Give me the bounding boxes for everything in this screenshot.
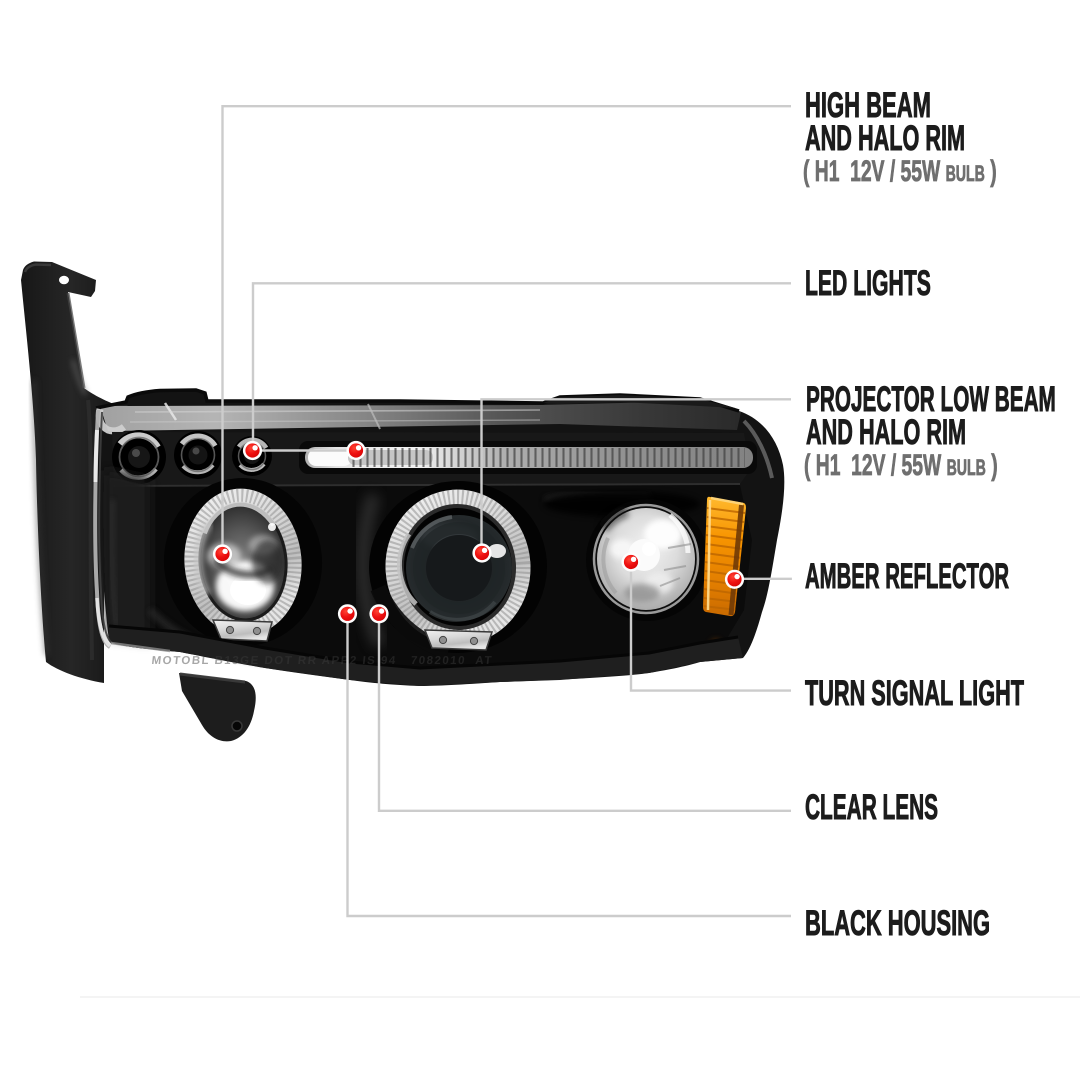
svg-text:MOTOBL B13GE DOT RR APP2 IS 94: MOTOBL B13GE DOT RR APP2 IS 94 7082010 A… — [151, 655, 494, 667]
